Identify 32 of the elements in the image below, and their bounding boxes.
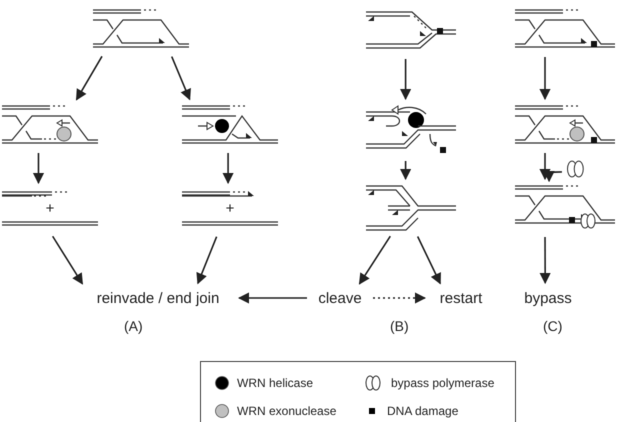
legend-label: WRN exonuclease [237,404,336,418]
arrow [171,56,191,100]
outcome-label: bypass [520,288,576,308]
arrow [52,236,84,285]
polymerase-icon [566,160,586,178]
arrow [416,236,441,284]
outcome-label: reinvade / end join [82,288,234,308]
arrow [400,59,412,100]
arrow [544,171,562,182]
arrow [539,57,551,100]
plus-sign: + [46,201,54,217]
arrow [540,237,551,284]
outcome-label: cleave [312,288,368,308]
dna-fork-drawing [366,104,456,156]
arrow [238,292,307,304]
panel-label: (C) [543,318,562,334]
arrow [196,236,218,284]
panel-label: (A) [124,318,143,334]
plus-sign: + [226,201,234,217]
arrow [373,292,426,304]
outcome-label: restart [430,288,492,308]
arrow [222,153,234,184]
dna-fork-drawing [366,184,456,232]
legend-label: WRN helicase [237,376,314,390]
arrow [358,236,391,285]
arrow [539,153,551,180]
arrow [400,161,412,180]
panel-label: (B) [390,318,409,334]
legend-label: bypass polymerase [391,376,494,390]
arrow [32,153,44,184]
legend-label: DNA damage [387,404,458,418]
arrow [76,56,103,101]
